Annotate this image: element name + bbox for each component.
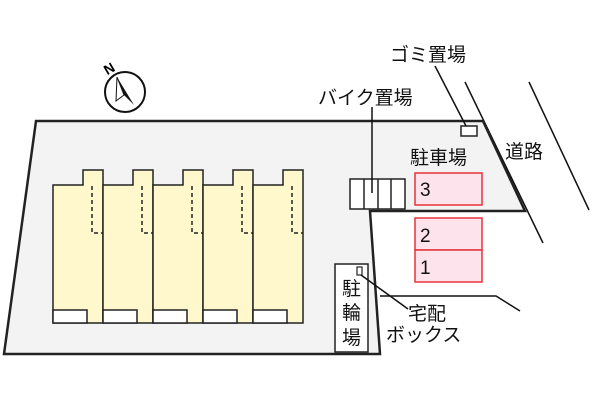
balcony xyxy=(102,309,138,324)
garbage-area xyxy=(460,125,478,137)
bicycle-parking-label: 駐 xyxy=(342,278,361,300)
building xyxy=(52,169,304,324)
balcony xyxy=(52,309,88,324)
bicycle-parking-label: 場 xyxy=(342,327,361,349)
svg-text:3: 3 xyxy=(420,180,431,201)
road-label: 道路 xyxy=(505,141,543,163)
road-edge-line xyxy=(464,81,544,244)
compass-icon: N xyxy=(101,59,146,113)
apartment-unit xyxy=(52,169,104,324)
svg-text:2: 2 xyxy=(420,226,431,247)
svg-text:1: 1 xyxy=(420,258,431,279)
balcony xyxy=(152,309,188,324)
parking-space-3: 3 xyxy=(414,172,483,206)
car-parking-label: 駐車場 xyxy=(410,147,467,169)
bicycle-parking-label: 輪 xyxy=(342,302,361,324)
delivery-box-label: ボックス xyxy=(386,324,461,346)
bicycle-parking xyxy=(334,263,369,353)
apartment-unit xyxy=(152,169,204,324)
apartment-unit xyxy=(102,169,154,324)
balcony xyxy=(252,309,288,324)
bike-parking xyxy=(349,107,406,210)
leader-line xyxy=(434,65,467,127)
road-edge-line xyxy=(528,81,590,211)
apartment-unit xyxy=(252,169,304,324)
garbage-label: ゴミ置場 xyxy=(390,44,466,66)
bike-parking-label: バイク置場 xyxy=(318,87,413,109)
parking-space-2: 2 xyxy=(414,217,483,251)
balcony xyxy=(202,309,238,324)
leader-line xyxy=(360,274,409,310)
boundary-line xyxy=(380,295,521,312)
apartment-unit xyxy=(202,169,254,324)
delivery-box xyxy=(356,266,363,276)
delivery-box-label: 宅配 xyxy=(408,303,446,325)
parking-space-1: 1 xyxy=(414,249,483,283)
